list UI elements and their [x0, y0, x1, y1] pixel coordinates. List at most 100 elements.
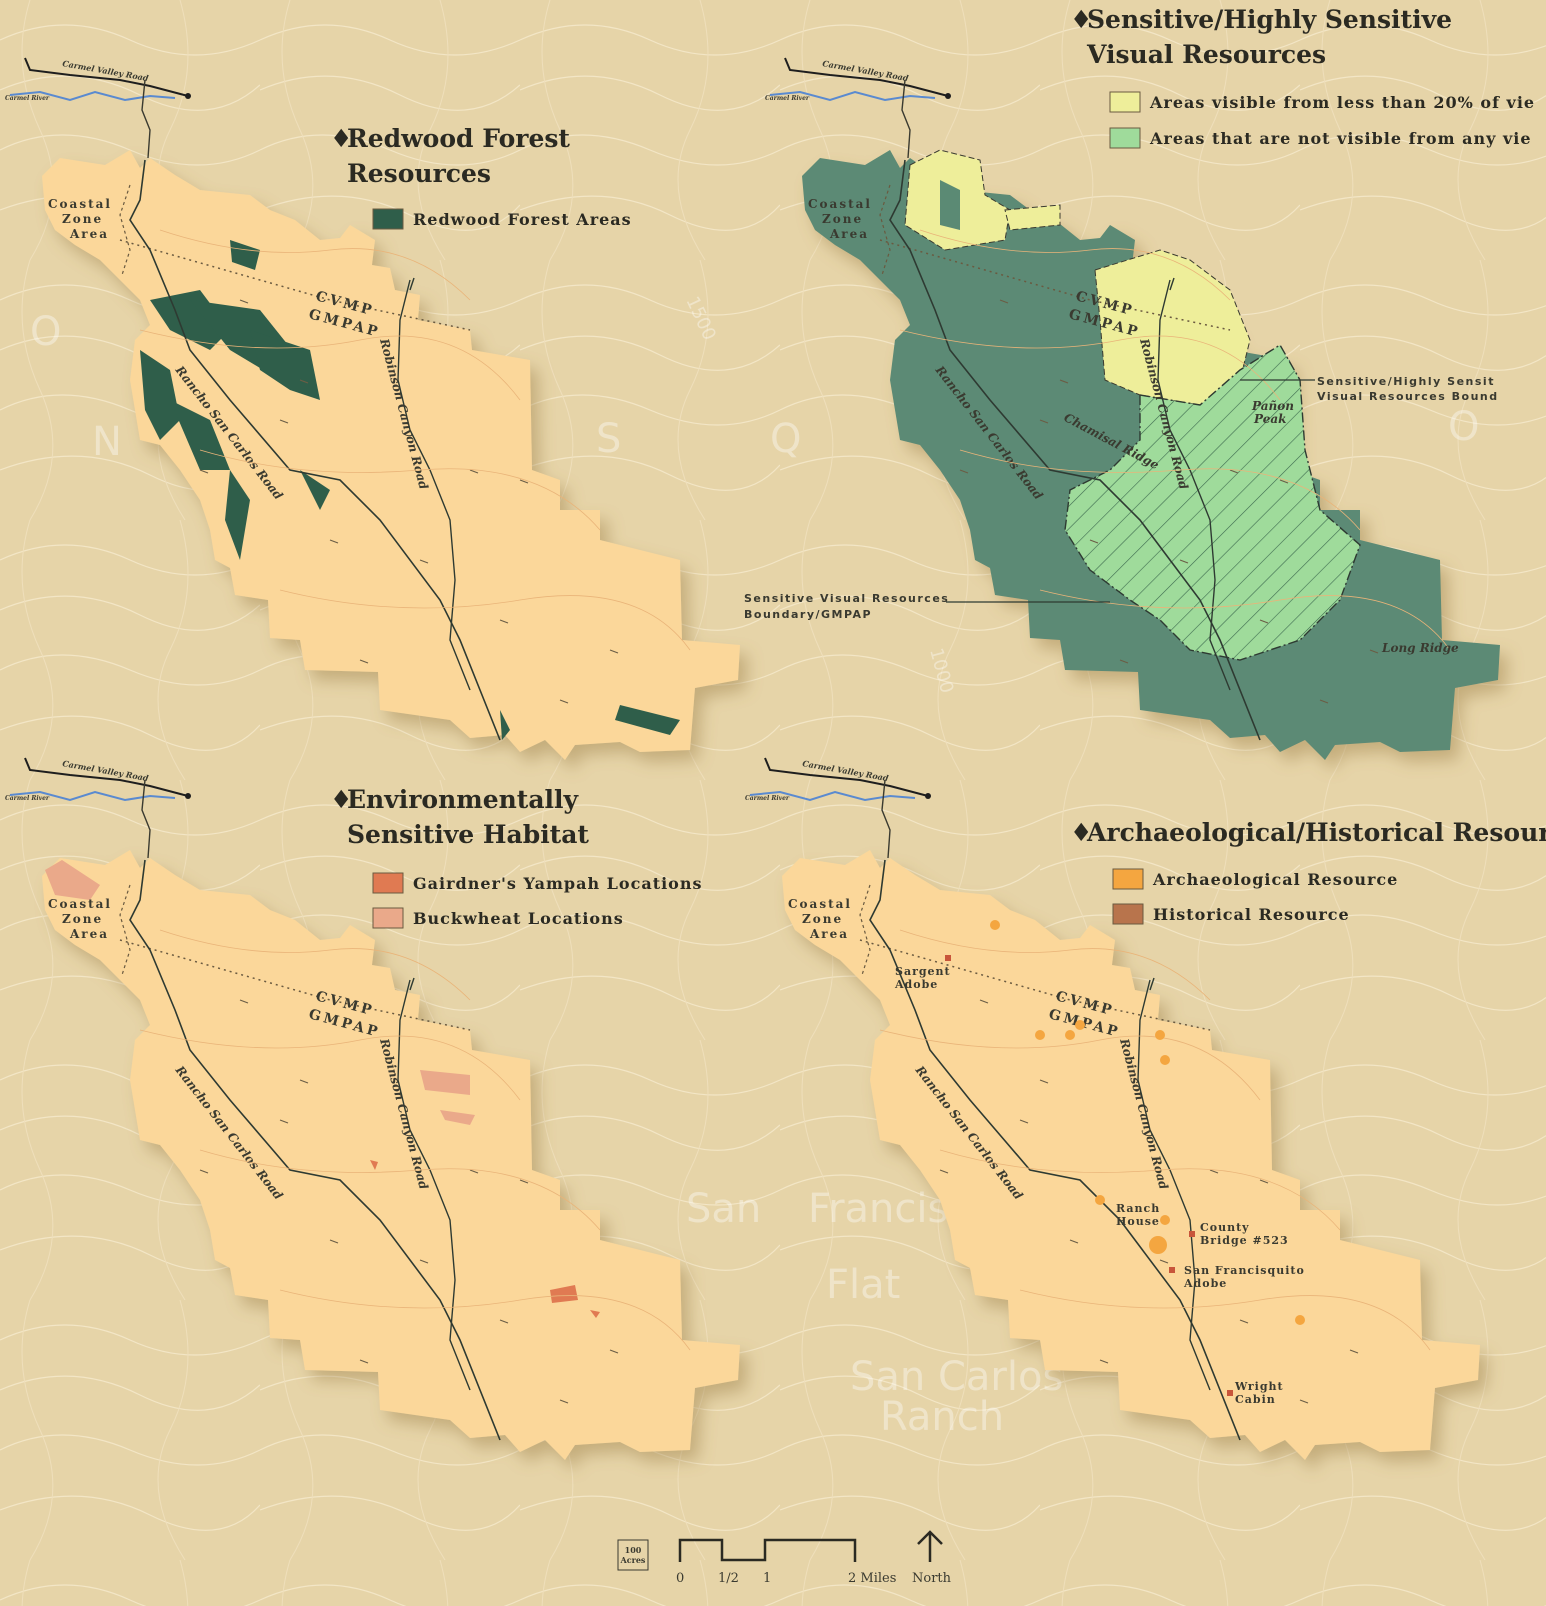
contour-tick [1099, 1359, 1109, 1364]
contour-tick [499, 619, 509, 624]
redwood-title-line1: Redwood Forest [347, 124, 570, 153]
yampah-location [550, 1285, 578, 1303]
redwood-forest-area [300, 470, 330, 510]
contour-tick [1299, 1399, 1309, 1404]
contour-tick [559, 1399, 569, 1404]
archaeo-legend-1-swatch [1112, 868, 1144, 890]
visual-legend-2-label: Areas that are not visible from any vie [1149, 129, 1532, 148]
robinson-canyon-road [1157, 279, 1231, 691]
contour-tick [1259, 619, 1269, 624]
archaeological-site [1035, 1030, 1045, 1040]
sensitive-boundary-annotation-2: Boundary/GMPAP [744, 608, 872, 621]
contour-tick [499, 1319, 509, 1324]
background-map-label: O [1448, 404, 1479, 450]
archaeological-site [990, 920, 1000, 930]
redwood-forest-area [140, 350, 180, 440]
contour-tick [959, 469, 969, 474]
coastal-zone-label: Zone [62, 212, 103, 226]
coastal-zone-line [119, 184, 131, 276]
redwood-legend-swatch [372, 208, 404, 230]
carmel-valley-road [764, 757, 929, 797]
robinson-canyon-road [1137, 979, 1211, 1391]
archaeological-site [1095, 1195, 1105, 1205]
road-arrow [1169, 277, 1175, 291]
carmel-valley-road [24, 57, 189, 97]
habitat-legend-1-swatch [372, 872, 404, 894]
contour-line [899, 929, 1211, 1001]
contour-line [899, 329, 1281, 401]
wright-cabin-label: Wright [1234, 1380, 1284, 1393]
coastal-zone-label: Zone [62, 912, 103, 926]
coastal-zone-label: Coastal [48, 897, 112, 911]
redwood-forest-area [500, 710, 510, 740]
north-label: North [912, 1571, 952, 1586]
rancho-san-carlos-road [129, 859, 501, 1441]
scale-tick-label: 1/2 [718, 1571, 739, 1586]
contour-tick [1089, 539, 1099, 544]
cvmp-gmpap-line [879, 239, 1231, 331]
cvmp-gmpap-line [859, 939, 1211, 1031]
creek-label: Carmel River [5, 795, 50, 802]
contour-tick [359, 1359, 369, 1364]
archaeo-legend-2-swatch [1112, 903, 1144, 925]
historical-site [1227, 1390, 1233, 1396]
contour-tick [469, 469, 479, 474]
contour-tick [239, 299, 249, 304]
contour-tick [519, 1179, 529, 1184]
contour-line [139, 1029, 521, 1101]
contour-tick [419, 559, 429, 564]
scale-tick-label: 0 [676, 1571, 684, 1586]
redwood-legend-label: Redwood Forest Areas [413, 210, 632, 229]
coastal-zone-line [859, 884, 871, 976]
redwood-forest-area [170, 400, 230, 470]
archaeological-site [1160, 1215, 1170, 1225]
long-ridge-label: Long Ridge [1381, 641, 1459, 655]
archaeological-site [1075, 1020, 1085, 1030]
robinson-canyon-road [397, 979, 471, 1391]
county-bridge-label: Bridge #523 [1200, 1234, 1289, 1247]
visual-legend-2-swatch [1109, 127, 1141, 149]
road-arrow [1149, 977, 1155, 991]
coastal-zone-label: Area [829, 227, 869, 241]
coastal-zone-label: Area [69, 927, 109, 941]
panon-peak-label: Pañon [1251, 399, 1294, 413]
contour-tick [239, 999, 249, 1004]
habitat-legend-2-swatch [372, 907, 404, 929]
contour-tick [939, 1169, 949, 1174]
san-francisquito-adobe-label: San Francisquito [1184, 1264, 1305, 1277]
sargent-adobe-label: Adobe [894, 978, 938, 991]
title-bullet: ♦ [330, 124, 352, 153]
coastal-zone-line [879, 184, 891, 276]
background-map-label: O [30, 309, 61, 355]
contour-tick [999, 299, 1009, 304]
contour-tick [1059, 379, 1069, 384]
contour-tick [419, 1259, 429, 1264]
visual-title-line1: Sensitive/Highly Sensitive [1087, 5, 1452, 34]
carmel-river [749, 790, 916, 802]
contour-tick [1349, 1349, 1359, 1354]
coastal-zone-label: Coastal [788, 897, 852, 911]
rancho-san-carlos-road [869, 859, 1241, 1441]
background-map-label: Flat [826, 1262, 900, 1308]
access-road [141, 79, 151, 159]
road-end-marker [185, 793, 191, 799]
contour-tick [1039, 419, 1049, 424]
highly-boundary-annotation-1: Sensitive/Highly Sensit [1317, 375, 1495, 388]
contour-line [879, 1029, 1261, 1101]
carmel-valley-road [784, 57, 949, 97]
archaeo-legend-2-label: Historical Resource [1153, 905, 1350, 924]
acres-box [617, 1539, 649, 1571]
visual-legend-1-swatch [1109, 91, 1141, 113]
archaeological-site [1065, 1030, 1075, 1040]
contour-tick [469, 1169, 479, 1174]
contour-tick [1069, 1239, 1079, 1244]
contour-tick [299, 379, 309, 384]
contour-line [139, 329, 521, 401]
contour-tick [329, 539, 339, 544]
access-road [901, 79, 911, 159]
contour-tick [1019, 1119, 1029, 1124]
yampah-location [370, 1160, 378, 1170]
